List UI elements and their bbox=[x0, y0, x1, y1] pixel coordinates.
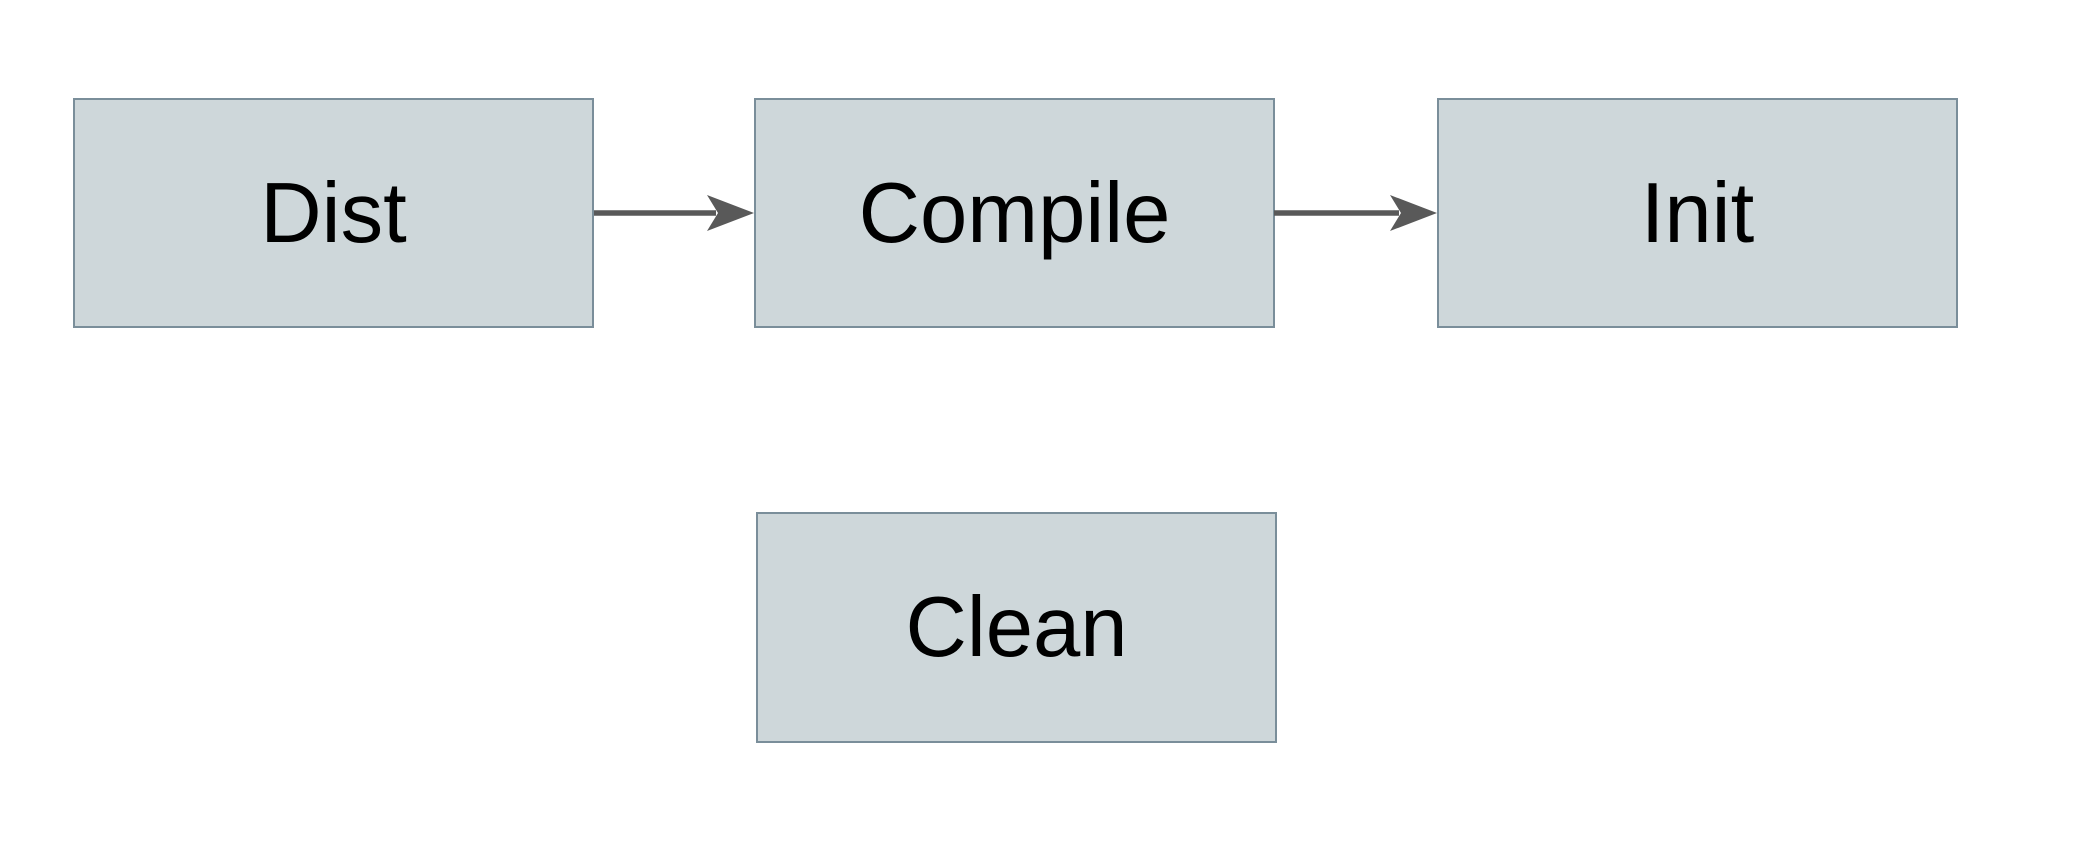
arrow-dist-to-compile-icon bbox=[594, 195, 754, 231]
node-compile-label: Compile bbox=[858, 165, 1171, 261]
node-compile: Compile bbox=[754, 98, 1275, 328]
arrow-compile-to-init-icon bbox=[1274, 195, 1437, 231]
node-dist: Dist bbox=[73, 98, 594, 328]
node-init: Init bbox=[1437, 98, 1958, 328]
node-init-label: Init bbox=[1640, 165, 1755, 261]
node-clean-label: Clean bbox=[905, 580, 1128, 675]
node-clean: Clean bbox=[756, 512, 1277, 743]
node-dist-label: Dist bbox=[260, 165, 407, 261]
